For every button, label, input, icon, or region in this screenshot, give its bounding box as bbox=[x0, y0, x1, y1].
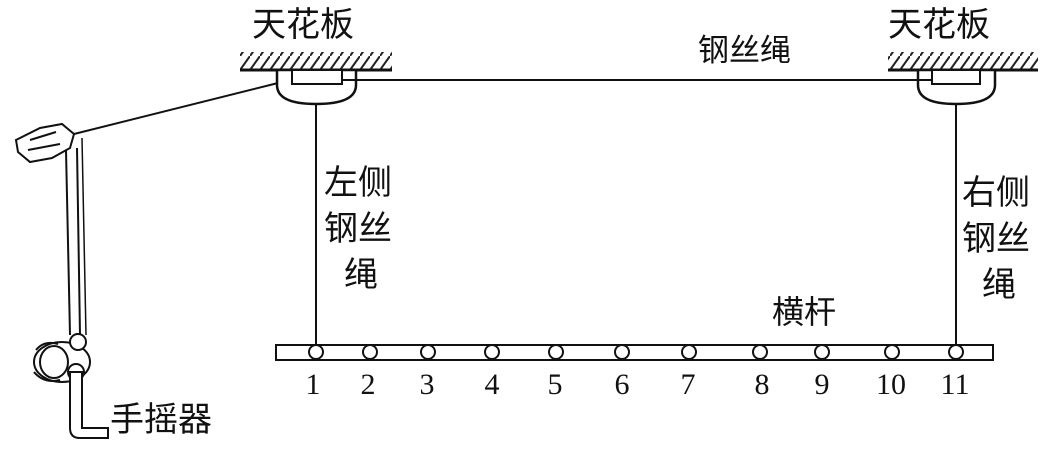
hole-2 bbox=[362, 344, 378, 360]
crossbar-label: 横杆 bbox=[772, 293, 837, 331]
hole-1 bbox=[308, 344, 324, 360]
right-cable-label-line3: 绳 bbox=[982, 265, 1016, 305]
position-label-4: 4 bbox=[484, 368, 500, 401]
ceiling-right-label: 天花板 bbox=[888, 5, 990, 45]
right-pulley bbox=[916, 68, 997, 106]
left-cable-label-line3: 绳 bbox=[344, 255, 378, 295]
left-pulley bbox=[275, 68, 358, 106]
right-cable-label: 右侧 钢丝 绳 bbox=[962, 170, 1030, 308]
position-label-10: 10 bbox=[876, 368, 906, 401]
hole-8 bbox=[752, 344, 768, 360]
hole-10 bbox=[884, 344, 900, 360]
hole-5 bbox=[548, 344, 564, 360]
position-label-1: 1 bbox=[305, 368, 321, 401]
ceiling-left-label: 天花板 bbox=[252, 5, 354, 45]
position-label-6: 6 bbox=[614, 368, 630, 401]
hole-4 bbox=[484, 344, 500, 360]
hole-11 bbox=[948, 344, 964, 360]
right-cable-label-line1: 右侧 bbox=[962, 173, 1030, 213]
crank-top-bracket bbox=[14, 122, 76, 164]
hole-7 bbox=[681, 344, 697, 360]
hand-crank-label: 手摇器 bbox=[110, 400, 212, 440]
left-cable-label: 左侧 钢丝 绳 bbox=[324, 160, 392, 298]
position-label-3: 3 bbox=[419, 368, 435, 401]
crank-handle bbox=[69, 371, 109, 439]
crossbar-holes bbox=[308, 344, 964, 360]
position-label-9: 9 bbox=[814, 368, 830, 401]
position-label-11: 11 bbox=[940, 368, 970, 401]
crossbar bbox=[275, 344, 994, 361]
position-label-8: 8 bbox=[754, 368, 770, 401]
hole-6 bbox=[614, 344, 630, 360]
left-cable-label-line2: 钢丝 bbox=[324, 209, 392, 249]
crank-cable bbox=[65, 82, 279, 137]
hole-3 bbox=[420, 344, 436, 360]
steel-cable-label: 钢丝绳 bbox=[698, 33, 791, 69]
right-ceiling bbox=[888, 52, 1038, 72]
right-cable-label-line2: 钢丝 bbox=[962, 219, 1030, 259]
position-label-7: 7 bbox=[680, 368, 696, 401]
position-label-2: 2 bbox=[360, 368, 376, 401]
hand-crank-assembly bbox=[14, 122, 109, 439]
position-label-5: 5 bbox=[547, 368, 563, 401]
left-ceiling bbox=[240, 52, 392, 72]
left-cable-label-line1: 左侧 bbox=[324, 163, 392, 203]
hole-9 bbox=[814, 344, 830, 360]
